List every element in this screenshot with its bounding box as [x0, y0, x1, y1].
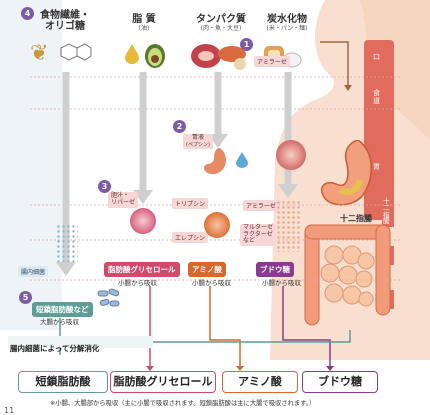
stomach-illustration [321, 140, 372, 206]
lipase-label: リパーゼ [111, 198, 136, 206]
step-3-badge: 3 [98, 180, 111, 193]
glucose-particles-icon [276, 200, 302, 252]
header-fat-sub: (油) [138, 25, 150, 32]
step-5-badge: 5 [19, 291, 32, 304]
scfa-label: 短鎖脂肪酸など [32, 302, 93, 317]
avocado-icon [144, 42, 166, 68]
fatty-acid-glycerol-label: 脂肪酸グリセロール [104, 262, 180, 277]
duodenum-label: 十二指腸 [340, 214, 372, 223]
header-carb: 炭水化物 (米・パン・麺) [256, 14, 318, 33]
tract-label-stomach: 胃 [373, 163, 380, 171]
step-1-badge: 1 [240, 38, 253, 51]
tract-label-mouth: 口 [373, 53, 380, 61]
gastric-juice-tag: 胃液 (ペプシン) [183, 134, 213, 150]
header-protein-sub: (肉・魚・大豆) [200, 25, 242, 32]
gut-bacteria-caption-text: 腸内細菌によって分解消化 [10, 344, 100, 353]
gastric-juice-sub: (ペプシン) [186, 141, 210, 148]
glucose-label: ブドウ糖 [256, 262, 294, 277]
maltase-line1: マルターゼ [243, 224, 274, 231]
meat-fish-icon [190, 40, 252, 70]
gut-bacteria-caption: 腸内細菌によって分解消化 [8, 336, 153, 353]
molecule-icon [55, 40, 93, 68]
final-box-fatty: 脂肪酸グリセロール [110, 371, 216, 393]
stomach-icon [200, 146, 230, 176]
header-fiber: 食物繊維・ オリゴ糖 [30, 10, 100, 32]
oil-drop-icon [125, 44, 139, 64]
bile-lipase-tag: 胆汁・ リパーゼ [108, 192, 139, 208]
header-fat-label: 脂 質 [132, 14, 156, 25]
elastase-tag: エレプシン [172, 232, 209, 243]
header-fiber-line1: 食物繊維・ [40, 10, 90, 21]
amino-absorb-label: 小腸から吸収 [192, 279, 231, 287]
water-drop-icon [236, 152, 248, 168]
final-box-scfa: 短鎖脂肪酸 [18, 371, 108, 393]
header-carb-label: 炭水化物 [267, 14, 307, 25]
amino-acid-label: アミノ酸 [188, 262, 226, 277]
maltase-line2: ラクターゼ [243, 230, 273, 238]
header-fiber-line2: オリゴ糖 [45, 21, 85, 32]
tract-label-duodenum: 十二指腸 [382, 196, 394, 228]
amylase2-tag: アミラーゼ [243, 200, 279, 211]
final-box-amino: アミノ酸 [222, 371, 298, 393]
gastric-juice-label: 胃液 [191, 134, 204, 141]
tract-label-esophagus: 食道 [373, 89, 380, 105]
glucose-absorb-label: 小腸から吸収 [262, 279, 301, 287]
fiber-particles-icon [56, 224, 78, 262]
fat-chunk-icon [130, 208, 156, 234]
wheat-icon: ❦ [30, 41, 49, 66]
page-number: 11 [4, 406, 15, 415]
header-protein: タンパク質 (肉・魚・大豆) [186, 14, 256, 33]
trypsin-tag: トリプシン [172, 198, 209, 209]
amylase-tag: アミラーゼ [254, 56, 290, 67]
header-fat: 脂 質 (油) [118, 14, 170, 33]
fat-absorb-label: 小腸から吸収 [118, 279, 157, 287]
intestines-illustration [304, 224, 391, 326]
maltase-line3: など [243, 237, 256, 245]
step-2-badge: 2 [173, 120, 186, 133]
step-4-badge: 4 [21, 7, 34, 20]
bile-label: 胆汁・ [111, 192, 130, 199]
footnote: ※小腸、大腸部から吸収（主に小腸で吸収されます。短鎖脂肪酸は主に大腸で吸収されま… [50, 400, 316, 407]
carb-chunk-icon [276, 140, 306, 170]
scfa-absorb-label: 大腸から吸収 [40, 318, 79, 326]
header-carb-sub: (米・パン・麺) [266, 25, 308, 32]
maltase-tag: マルターゼ ラクターゼ など [240, 224, 277, 246]
gut-bacteria-tag: 腸内細菌 [18, 266, 49, 277]
bacteria-icon [96, 288, 122, 310]
protein-chunk-icon [204, 212, 230, 238]
esophagus-column [364, 40, 394, 220]
header-protein-label: タンパク質 [196, 14, 246, 25]
final-box-glucose: ブドウ糖 [302, 371, 378, 393]
